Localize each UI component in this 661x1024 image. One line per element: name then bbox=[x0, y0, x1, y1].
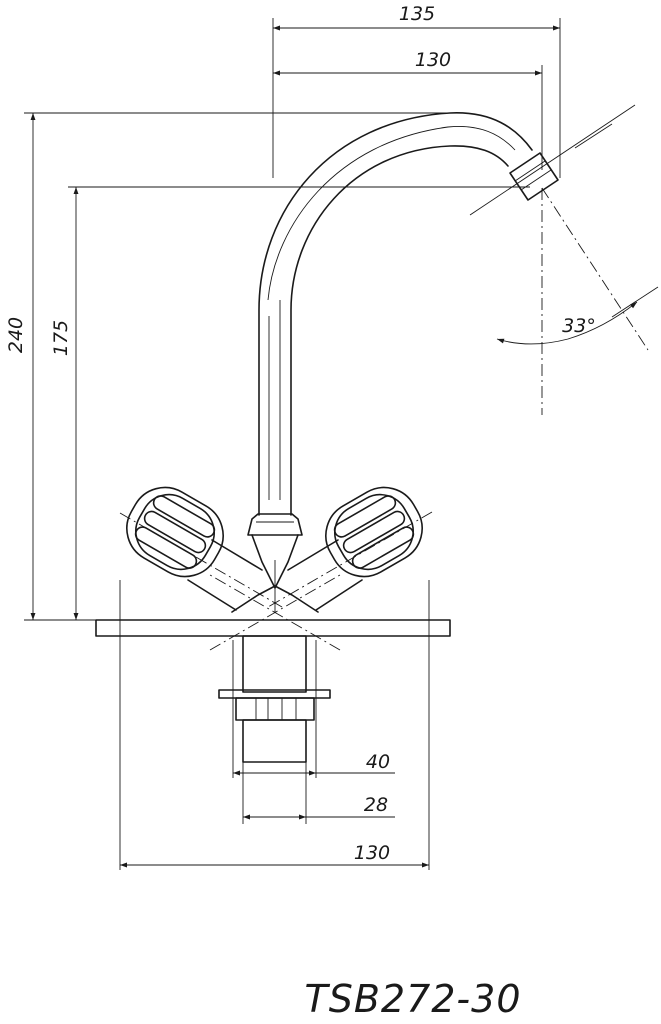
dimension-bottom-130: 130 bbox=[119, 580, 430, 870]
dim-40-label: 40 bbox=[366, 751, 390, 773]
dim-135-label: 135 bbox=[399, 3, 435, 25]
right-handle-knob bbox=[325, 486, 423, 578]
dim-28-label: 28 bbox=[364, 794, 388, 816]
dimension-height-175: 175 bbox=[50, 186, 530, 620]
aerator-nozzle bbox=[509, 152, 559, 201]
dim-240-label: 240 bbox=[5, 317, 27, 353]
left-handle-knob bbox=[126, 486, 224, 578]
dim-175-label: 175 bbox=[50, 320, 72, 356]
dimension-top-135: 135 bbox=[272, 3, 561, 178]
spout-angle-33: 33° bbox=[469, 104, 659, 415]
valve-body bbox=[231, 534, 319, 613]
dim-130-bottom-label: 130 bbox=[354, 842, 390, 864]
dimension-height-240: 240 bbox=[5, 112, 460, 621]
mounting-shank bbox=[218, 635, 331, 778]
dimension-bottom-28: 28 bbox=[242, 762, 395, 824]
dim-33-label: 33° bbox=[562, 315, 596, 337]
dim-130-top-label: 130 bbox=[415, 49, 451, 71]
dimension-top-130: 130 bbox=[273, 49, 543, 170]
model-designation: TSB272-30 bbox=[305, 977, 522, 1021]
dimension-bottom-40: 40 bbox=[233, 751, 395, 776]
center-collar-nut bbox=[247, 513, 303, 536]
faucet-spout bbox=[258, 112, 533, 516]
